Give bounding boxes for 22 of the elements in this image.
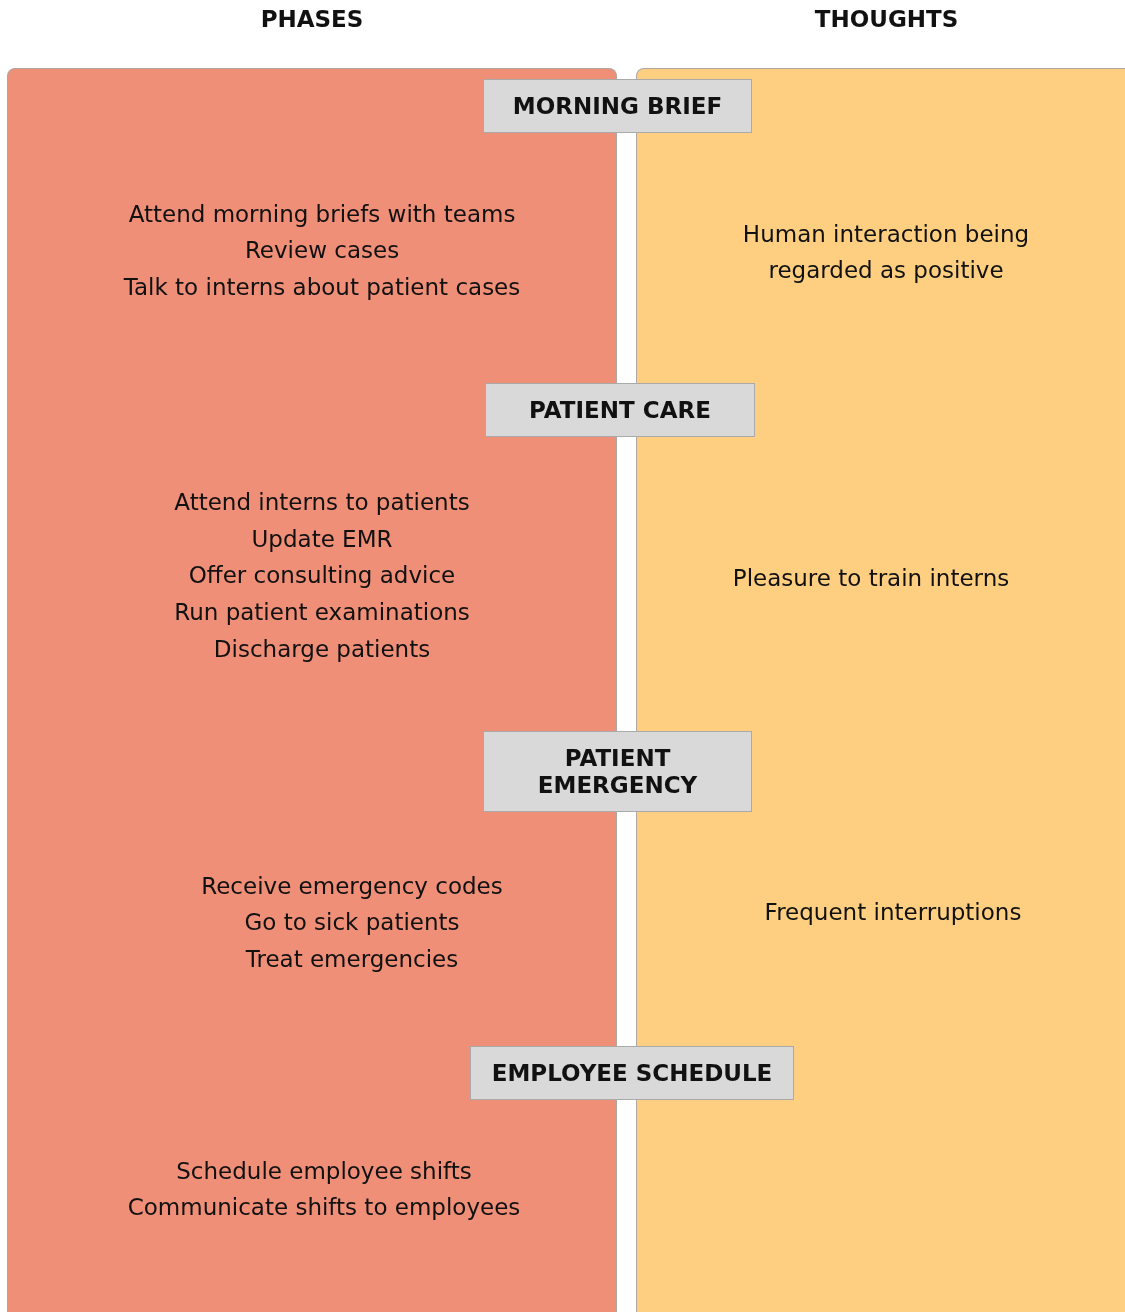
activity-text: Attend morning briefs with teams <box>128 201 516 229</box>
activity-text: Update EMR <box>251 526 393 554</box>
activity-text: Communicate shifts to employees <box>127 1194 521 1222</box>
column-heading: THOUGHTS <box>813 6 960 32</box>
activity-text: Schedule employee shifts <box>176 1158 472 1186</box>
activity-text: Receive emergency codes <box>201 873 503 901</box>
phase-label: PATIENT CARE <box>485 383 755 437</box>
column-heading: PHASES <box>259 6 365 32</box>
activity-text: Offer consulting advice <box>188 562 456 590</box>
phase-label: MORNING BRIEF <box>483 79 752 133</box>
activity-text: Go to sick patients <box>244 909 460 937</box>
phase-label: PATIENT EMERGENCY <box>483 731 752 812</box>
activity-text: Talk to interns about patient cases <box>123 274 521 302</box>
thought-text: Frequent interruptions <box>764 899 1022 927</box>
activity-text: Attend interns to patients <box>174 489 470 517</box>
activity-text: Run patient examinations <box>174 599 470 627</box>
activity-text: Treat emergencies <box>245 946 459 974</box>
thought-text: Pleasure to train interns <box>732 565 1010 593</box>
thought-text: Human interaction being regarded as positive <box>741 220 1031 285</box>
activity-text: Discharge patients <box>213 636 431 664</box>
phase-label: EMPLOYEE SCHEDULE <box>470 1046 794 1100</box>
activity-text: Review cases <box>244 237 400 265</box>
